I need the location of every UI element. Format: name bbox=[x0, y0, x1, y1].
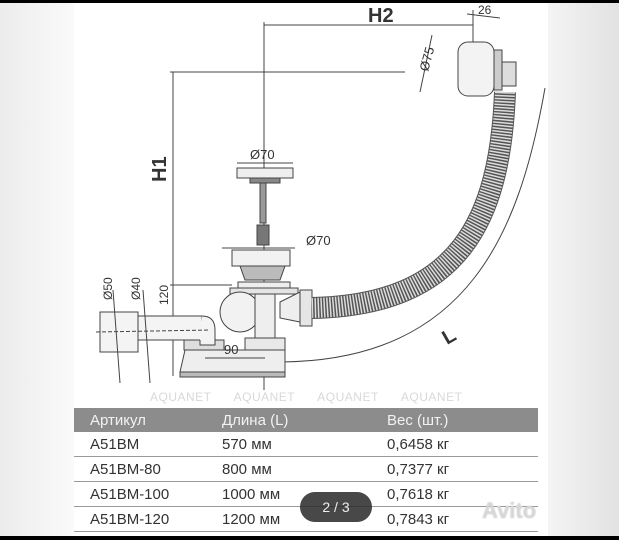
gallery-counter: 2 / 3 bbox=[300, 492, 372, 522]
cell-length: 1200 мм bbox=[222, 510, 281, 528]
cell-article: A51BM bbox=[90, 435, 140, 453]
overflow-cap bbox=[457, 41, 495, 97]
d26-label: 26 bbox=[478, 3, 492, 17]
table-row: A51BM-80 800 мм 0,7377 кг bbox=[74, 457, 538, 482]
d40-label: Ø40 bbox=[129, 277, 143, 300]
cell-article: A51BM-100 bbox=[90, 485, 170, 503]
header-length: Длина (L) bbox=[222, 411, 289, 429]
header-article: Артикул bbox=[90, 411, 146, 429]
d70-mid-label: Ø70 bbox=[306, 233, 331, 248]
table-row: A51BM 570 мм 0,6458 кг bbox=[74, 432, 538, 457]
d90-label: 90 bbox=[224, 342, 238, 357]
siphon-bowl bbox=[219, 291, 261, 333]
cell-length: 1000 мм bbox=[222, 485, 281, 503]
plug-spring bbox=[256, 224, 270, 246]
d26-dimension-line bbox=[466, 13, 501, 19]
outlet-pipe-d50 bbox=[99, 311, 139, 353]
table-header: Артикул Длина (L) Вес (шт.) bbox=[74, 408, 538, 432]
cell-weight: 0,6458 кг bbox=[387, 435, 450, 453]
cell-article: A51BM-120 bbox=[90, 510, 170, 528]
gallery-left-margin bbox=[0, 3, 74, 536]
h1-label: H1 bbox=[149, 156, 171, 182]
aquanet-watermark: AQUANET AQUANET AQUANET AQUANET bbox=[150, 390, 463, 404]
cell-weight: 0,7618 кг bbox=[387, 485, 450, 503]
cell-article: A51BM-80 bbox=[90, 460, 161, 478]
plug-stem bbox=[259, 182, 267, 224]
d70-top-label: Ø70 bbox=[250, 147, 275, 162]
d50-label: Ø50 bbox=[101, 277, 115, 300]
table-row: A51BM-120 1200 мм 0,7843 кг bbox=[74, 507, 538, 532]
cell-length: 570 мм bbox=[222, 435, 272, 453]
d75-label: Ø75 bbox=[416, 45, 437, 73]
outlet-pipe-d40 bbox=[137, 315, 203, 341]
header-weight: Вес (шт.) bbox=[387, 411, 449, 429]
cell-weight: 0,7377 кг bbox=[387, 460, 450, 478]
cell-weight: 0,7843 кг bbox=[387, 510, 450, 528]
d75-dimension-line bbox=[419, 34, 433, 93]
avito-watermark: Avito bbox=[482, 498, 537, 523]
drain-plug-cap bbox=[236, 167, 294, 179]
l-label: L bbox=[439, 324, 461, 349]
d120-label: 120 bbox=[157, 285, 171, 305]
h2-label: H2 bbox=[368, 5, 394, 27]
gallery-right-margin bbox=[548, 3, 619, 536]
l-dimension-arc bbox=[281, 87, 546, 363]
cell-length: 800 мм bbox=[222, 460, 272, 478]
strainer bbox=[231, 249, 291, 267]
